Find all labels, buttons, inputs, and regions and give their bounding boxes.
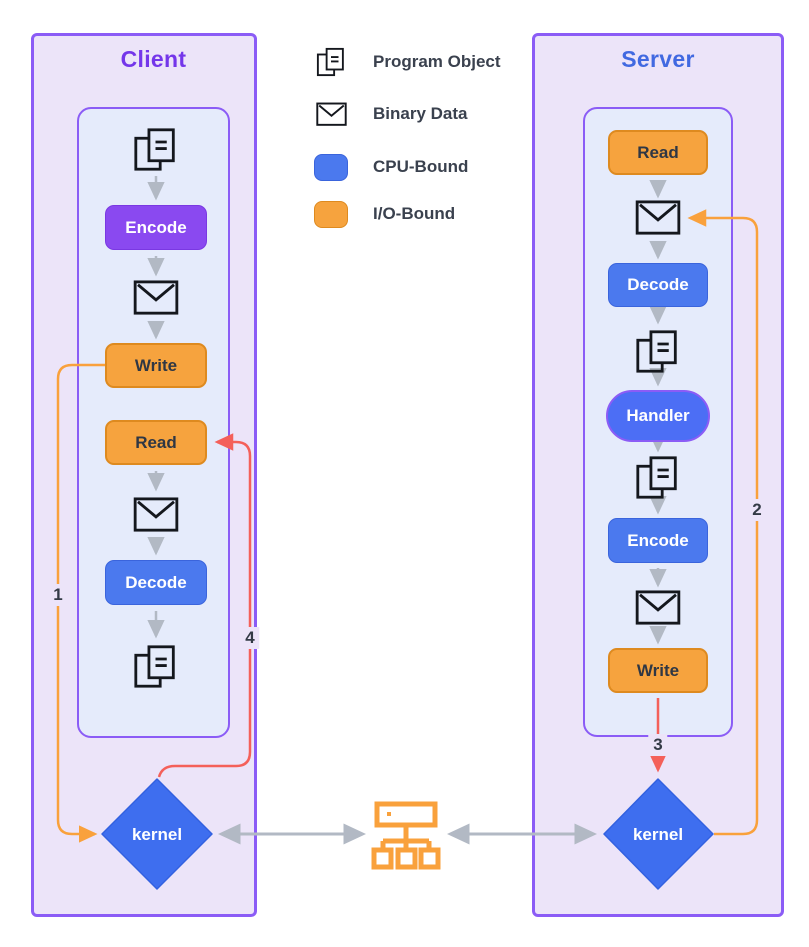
server-title: Server — [621, 46, 695, 72]
legend-item-binary-data: Binary Data — [313, 96, 467, 132]
step-4-label: 4 — [240, 627, 260, 649]
server-kernel-label: kernel — [632, 825, 684, 844]
server-write-node: Write — [608, 648, 708, 693]
server-read-node: Read — [608, 130, 708, 175]
legend-item-io-bound: I/O-Bound — [313, 196, 455, 232]
legend-label: CPU-Bound — [373, 157, 469, 176]
legend-label: Binary Data — [373, 104, 468, 123]
client-encode-node: Encode — [105, 205, 207, 250]
server-handler-node: Handler — [606, 390, 710, 442]
legend-item-cpu-bound: CPU-Bound — [313, 149, 468, 185]
client-kernel-label: kernel — [131, 825, 183, 844]
program-object-icon — [635, 328, 680, 375]
server-decode-node: Decode — [608, 263, 708, 307]
cpu-bound-swatch — [314, 153, 348, 181]
client-write-node: Write — [105, 343, 207, 388]
io-bound-swatch — [314, 200, 348, 228]
legend-label: Program Object — [373, 52, 501, 71]
program-object-icon — [635, 454, 680, 501]
legend-label: I/O-Bound — [373, 204, 456, 223]
binary-data-icon — [635, 590, 681, 626]
step-2-label: 2 — [747, 499, 767, 521]
program-object-icon — [133, 126, 178, 173]
step-3-label: 3 — [648, 734, 668, 756]
legend-item-program-object: Program Object — [313, 44, 501, 80]
binary-data-icon — [133, 280, 179, 316]
network-icon — [371, 801, 441, 870]
server-encode-node: Encode — [608, 518, 708, 563]
binary-data-icon — [313, 102, 349, 127]
client-decode-node: Decode — [105, 560, 207, 605]
program-object-icon — [313, 45, 349, 79]
client-title: Client — [120, 46, 187, 72]
program-object-icon — [133, 643, 178, 690]
client-read-node: Read — [105, 420, 207, 465]
binary-data-icon — [133, 497, 179, 533]
binary-data-icon — [635, 200, 681, 236]
step-1-label: 1 — [48, 584, 68, 606]
